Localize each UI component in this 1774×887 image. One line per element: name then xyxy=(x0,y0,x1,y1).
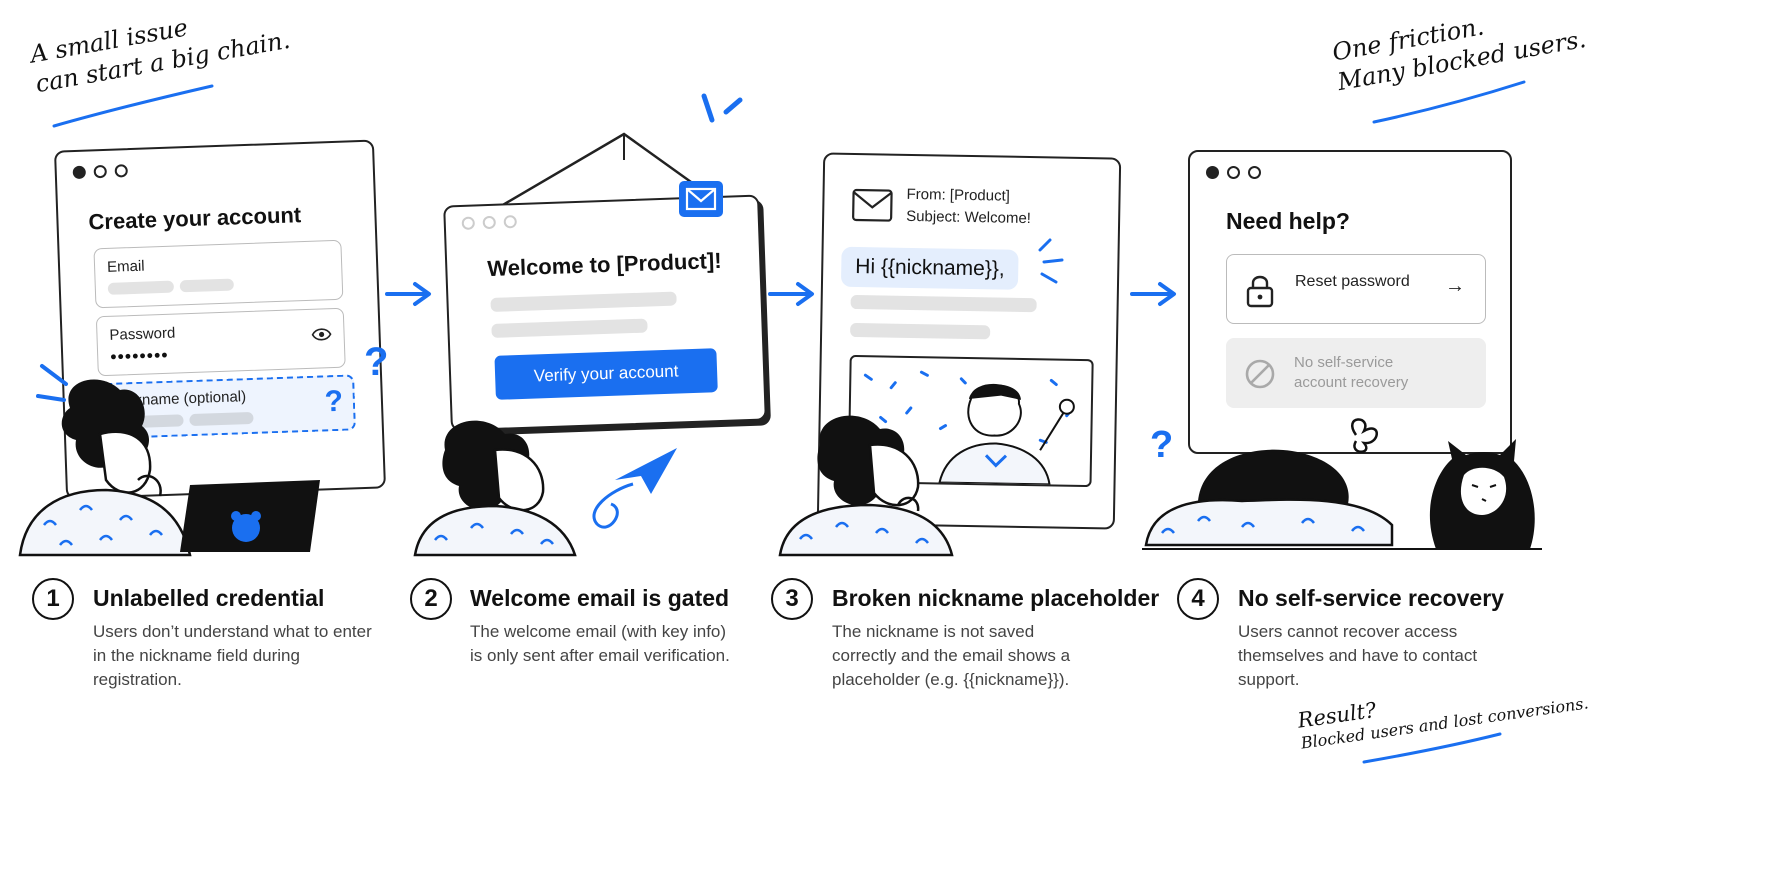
mail-icon xyxy=(679,181,723,217)
signup-title: Create your account xyxy=(88,202,302,235)
step-title-3: Broken nickname placeholder xyxy=(832,585,1160,611)
email-preview-window: From: [Product] Subject: Welcome! Hi {{n… xyxy=(816,152,1122,530)
no-recovery-line-2: account recovery xyxy=(1294,374,1409,391)
window-dot xyxy=(1248,166,1261,179)
welcome-email-card: Welcome to [Product]! Verify your accoun… xyxy=(443,194,767,432)
placeholder-bar xyxy=(490,291,677,312)
welcome-title: Welcome to [Product]! xyxy=(486,247,722,282)
step-number-2: 2 xyxy=(410,578,452,620)
window-dot xyxy=(114,164,128,178)
verify-account-button[interactable]: Verify your account xyxy=(494,348,718,400)
window-dot xyxy=(461,216,476,230)
email-label: Email xyxy=(106,257,145,276)
email-field[interactable]: Email xyxy=(93,239,344,309)
step-number-3: 3 xyxy=(771,578,813,620)
window-controls xyxy=(461,215,517,230)
no-recovery-line-1: No self-service xyxy=(1294,354,1394,371)
step-description-2: The welcome email (with key info) is onl… xyxy=(470,622,730,665)
confetti-illustration xyxy=(863,370,1075,486)
window-dot xyxy=(1227,166,1240,179)
help-title: Need help? xyxy=(1226,208,1350,234)
window-dot xyxy=(93,164,107,179)
window-controls xyxy=(1206,166,1261,179)
greeting-placeholder: Hi {{nickname}}, xyxy=(840,246,1020,290)
window-dot xyxy=(482,215,496,230)
no-recovery-option: No self-service account recovery xyxy=(1226,338,1486,408)
placeholder-bar xyxy=(491,318,648,338)
placeholder-bar xyxy=(107,280,175,295)
thinking-person-illustration xyxy=(18,364,320,557)
placeholder-bar xyxy=(850,294,1037,313)
help-window: Need help? Reset password → No self-serv… xyxy=(1188,150,1512,454)
step-description-1: Users don’t understand what to enter in … xyxy=(93,622,372,689)
underline-top-right xyxy=(1372,80,1526,124)
reset-password-button[interactable]: Reset password → xyxy=(1226,254,1486,324)
window-dot xyxy=(503,215,517,229)
arrow-right-icon: → xyxy=(1445,275,1465,297)
prohibited-icon xyxy=(1245,359,1275,389)
step-number-4: 4 xyxy=(1177,578,1219,620)
eye-icon[interactable] xyxy=(311,327,332,342)
confused-person-illustration xyxy=(778,415,954,557)
signup-window: Create your account Email Password •••••… xyxy=(54,139,386,500)
arrow-right-icon xyxy=(768,282,814,306)
question-mark-outside: ? xyxy=(364,340,389,384)
window-controls xyxy=(72,164,128,180)
frustrated-person-illustration xyxy=(1142,418,1542,550)
step-description-3: The nickname is not saved correctly and … xyxy=(832,622,1071,689)
lock-icon xyxy=(1246,275,1274,308)
email-subject: Subject: Welcome! xyxy=(906,207,1032,228)
email-from: From: [Product] xyxy=(906,185,1011,205)
arrow-right-icon xyxy=(385,282,431,306)
step-title-2: Welcome email is gated xyxy=(470,585,730,611)
reset-password-label: Reset password xyxy=(1295,273,1410,290)
emphasis-marks xyxy=(1038,238,1064,284)
window-dot xyxy=(72,165,87,180)
step-description-4: Users cannot recover access themselves a… xyxy=(1238,622,1478,689)
placeholder-bar xyxy=(179,278,234,293)
underline-top-left xyxy=(52,84,214,128)
password-field[interactable]: Password •••••••• xyxy=(95,307,346,377)
step-title-1: Unlabelled credential xyxy=(93,585,325,611)
underline-bottom-right xyxy=(1362,732,1502,764)
envelope-icon xyxy=(852,188,893,222)
window-dot xyxy=(1206,166,1219,179)
placeholder-bar xyxy=(850,322,991,340)
email-hero-image xyxy=(847,354,1094,488)
step-number-1: 1 xyxy=(32,578,74,620)
step-title-4: No self-service recovery xyxy=(1238,585,1504,611)
arrow-right-icon xyxy=(1130,282,1176,306)
looking-up-person-illustration xyxy=(413,420,677,557)
question-mark-helpless: ? xyxy=(1150,424,1174,466)
